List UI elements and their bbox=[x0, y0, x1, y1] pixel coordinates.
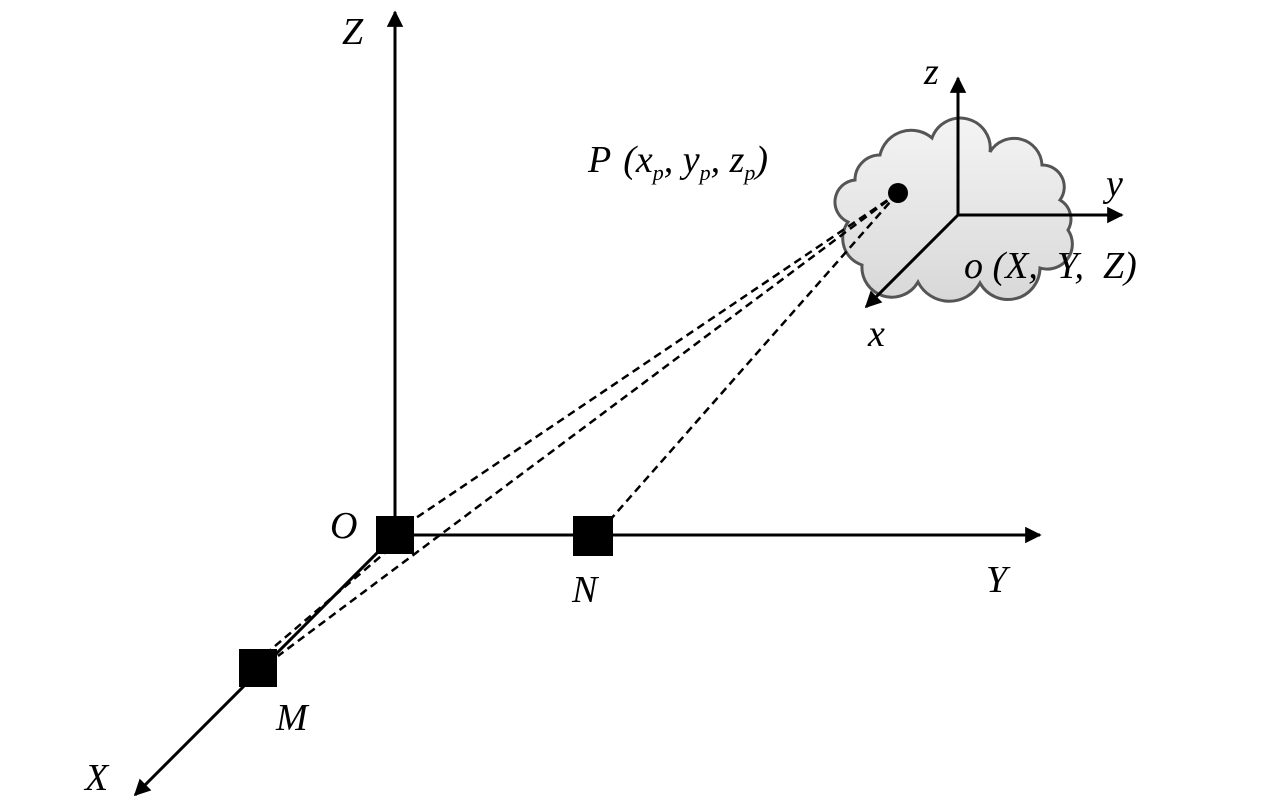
point-m-marker bbox=[239, 649, 277, 687]
n-label: N bbox=[571, 569, 600, 611]
point-o-marker bbox=[376, 516, 414, 554]
y-axis-label: Y bbox=[986, 559, 1011, 601]
point-p-marker bbox=[888, 183, 908, 203]
local-z-label: z bbox=[923, 51, 939, 93]
dashed-line-p-n bbox=[609, 192, 899, 521]
cloud bbox=[833, 116, 1074, 303]
point-p-label: P(xp, yp, zp) bbox=[587, 139, 768, 185]
z-axis-label: Z bbox=[342, 11, 364, 53]
svg-text:P(xp, yp, zp): P(xp, yp, zp) bbox=[587, 139, 768, 185]
origin-label: O bbox=[330, 505, 357, 547]
x-axis-label: X bbox=[83, 757, 110, 799]
dashed-line-o-m bbox=[267, 539, 401, 653]
local-x-axis bbox=[864, 213, 960, 309]
local-y-label: y bbox=[1102, 163, 1123, 205]
svg-text:o (X, Y, Z): o (X, Y, Z) bbox=[964, 245, 1137, 287]
local-x-label: x bbox=[867, 313, 885, 355]
m-label: M bbox=[275, 697, 310, 739]
dashed-line-p-m bbox=[277, 191, 899, 658]
point-n-marker bbox=[573, 516, 613, 556]
dashed-line-p-o bbox=[409, 191, 899, 524]
local-origin-label: o (X, Y, Z) bbox=[964, 245, 1137, 287]
